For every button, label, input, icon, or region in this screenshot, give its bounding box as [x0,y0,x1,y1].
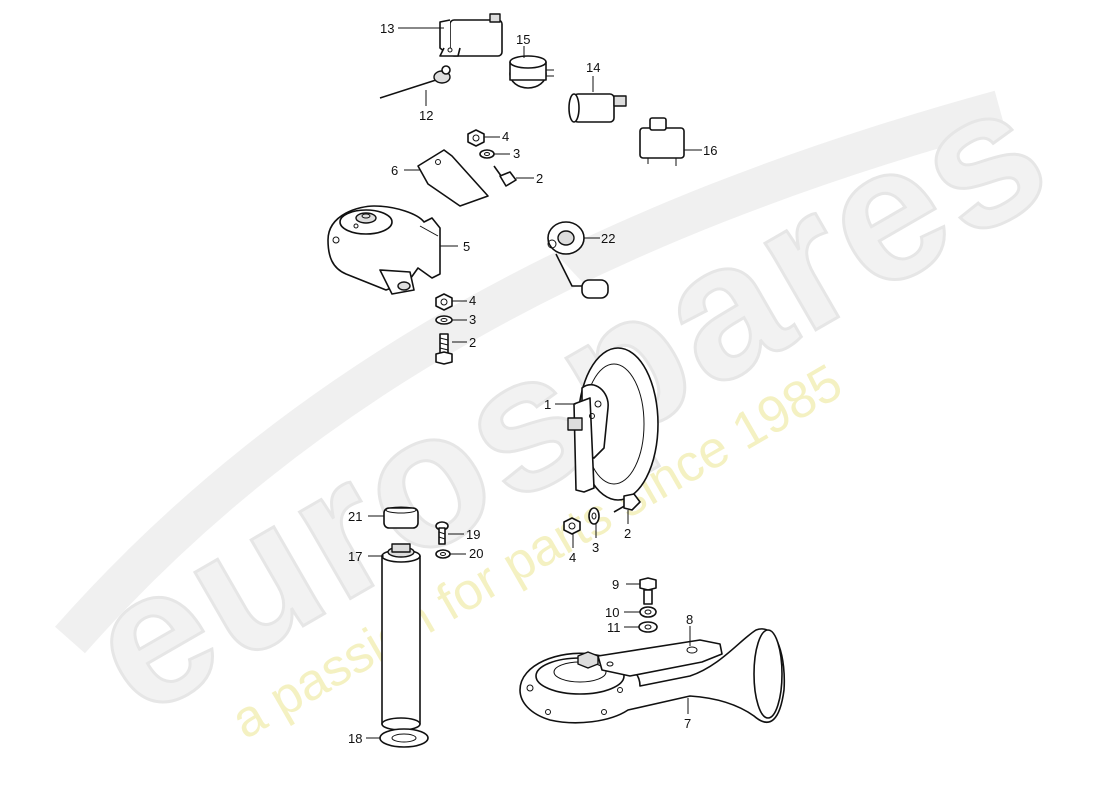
callout-3-lower: 3 [592,540,599,555]
part-4-nut-middle [435,293,453,311]
part-3-washer-lower [588,507,600,525]
callout-15: 15 [516,32,530,47]
part-3-washer-middle [435,315,453,325]
callout-6: 6 [391,163,398,178]
part-1-disc-horn [567,347,659,501]
callout-2-upper: 2 [536,171,543,186]
callout-5: 5 [463,239,470,254]
part-10-lock-washer [639,606,657,618]
watermark-brand: eurospares [55,40,1083,756]
callout-1: 1 [544,397,551,412]
part-12-pin [379,65,451,99]
callout-8: 8 [686,612,693,627]
part-2-bolt-upper [493,165,517,187]
callout-12: 12 [419,108,433,123]
part-21-cap [383,506,419,529]
callout-21: 21 [348,509,362,524]
part-17-tube [381,543,421,731]
callout-7: 7 [684,716,691,731]
watermark: eurospares a passion for parts since 198… [53,38,1084,757]
callout-10: 10 [605,605,619,620]
callout-22: 22 [601,231,615,246]
callout-4-lower: 4 [569,550,576,565]
callout-16: 16 [703,143,717,158]
part-14-condenser [568,93,627,123]
part-5-horn [327,205,441,295]
callout-2-lower: 2 [624,526,631,541]
callout-13: 13 [380,21,394,36]
callout-17: 17 [348,549,362,564]
callout-4-upper: 4 [502,129,509,144]
part-16-switch [639,117,685,166]
part-11-washer [638,621,658,633]
callout-14: 14 [586,60,600,75]
callout-3-upper: 3 [513,146,520,161]
callout-9: 9 [612,577,619,592]
callout-11: 11 [607,620,621,635]
part-19-screw [435,521,449,545]
part-4-nut-lower [563,517,581,535]
part-13-relay [439,13,503,57]
callout-18: 18 [348,731,362,746]
part-18-seal-ring [379,728,429,748]
callout-3-middle: 3 [469,312,476,327]
part-15-flasher-unit [509,55,554,89]
callout-20: 20 [469,546,483,561]
part-22-sender [547,221,609,299]
part-9-bolt [639,577,657,605]
part-3-washer-upper [479,149,495,159]
callout-2-middle: 2 [469,335,476,350]
callout-19: 19 [466,527,480,542]
part-2-bolt-lower [613,493,641,513]
part-7-trumpet-horn [519,628,786,724]
watermark-swoosh [55,90,1006,654]
part-2-bolt-middle [435,333,453,365]
part-6-bracket [417,149,489,207]
part-8-bracket [597,639,723,677]
part-20-washer [435,549,451,559]
callout-4-middle: 4 [469,293,476,308]
part-4-nut-upper [467,129,485,147]
